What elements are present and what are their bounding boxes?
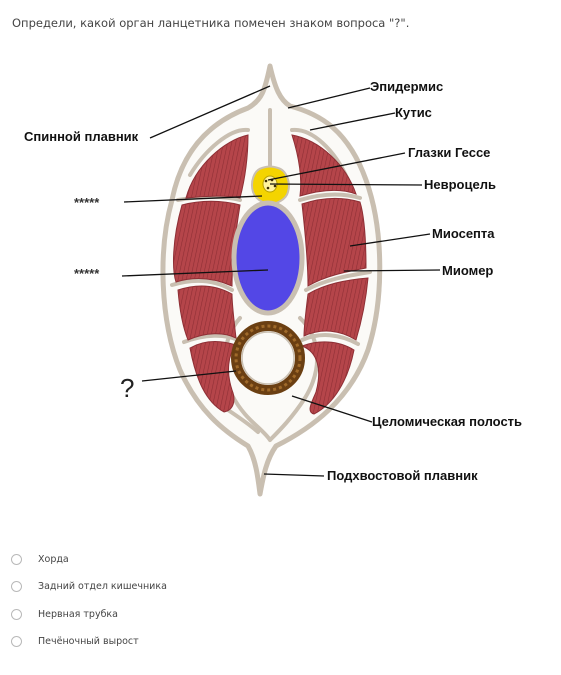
label-neurocoel: Невроцель — [424, 177, 496, 192]
notochord — [234, 203, 302, 313]
option-chorda[interactable]: Хорда — [11, 552, 167, 566]
label-coelom: Целомическая полость — [372, 414, 522, 429]
label-hidden-1: ***** — [74, 195, 100, 210]
label-hidden-2: ***** — [74, 266, 100, 281]
answer-options: Хорда Задний отдел кишечника Нервная тру… — [11, 552, 167, 662]
option-label: Печёночный вырост — [38, 636, 139, 647]
option-label: Нервная трубка — [38, 609, 118, 620]
label-question-mark: ? — [120, 373, 134, 403]
label-dorsal-fin: Спинной плавник — [24, 129, 139, 144]
label-myomere: Миомер — [442, 263, 493, 278]
question-text: Определи, какой орган ланцетника помечен… — [12, 16, 409, 30]
gut — [236, 326, 300, 390]
label-cutis: Кутис — [395, 105, 432, 120]
radio-button[interactable] — [11, 581, 22, 592]
label-myosepta: Миосепта — [432, 226, 495, 241]
radio-button[interactable] — [11, 609, 22, 620]
option-label: Задний отдел кишечника — [38, 581, 167, 592]
option-label: Хорда — [38, 554, 69, 565]
radio-button[interactable] — [11, 636, 22, 647]
label-hesse-eyes: Глазки Гессе — [408, 145, 490, 160]
option-hindgut[interactable]: Задний отдел кишечника — [11, 580, 167, 594]
label-epidermis: Эпидермис — [370, 79, 443, 94]
label-caudal-fin: Подхвостовой плавник — [327, 468, 478, 483]
lancelet-cross-section-diagram: Эпидермис Кутис Спинной плавник Глазки Г… — [0, 50, 561, 510]
neural-tube — [252, 167, 289, 205]
radio-button[interactable] — [11, 554, 22, 565]
option-hepatic-caecum[interactable]: Печёночный вырост — [11, 635, 167, 649]
option-neural-tube[interactable]: Нервная трубка — [11, 607, 167, 621]
